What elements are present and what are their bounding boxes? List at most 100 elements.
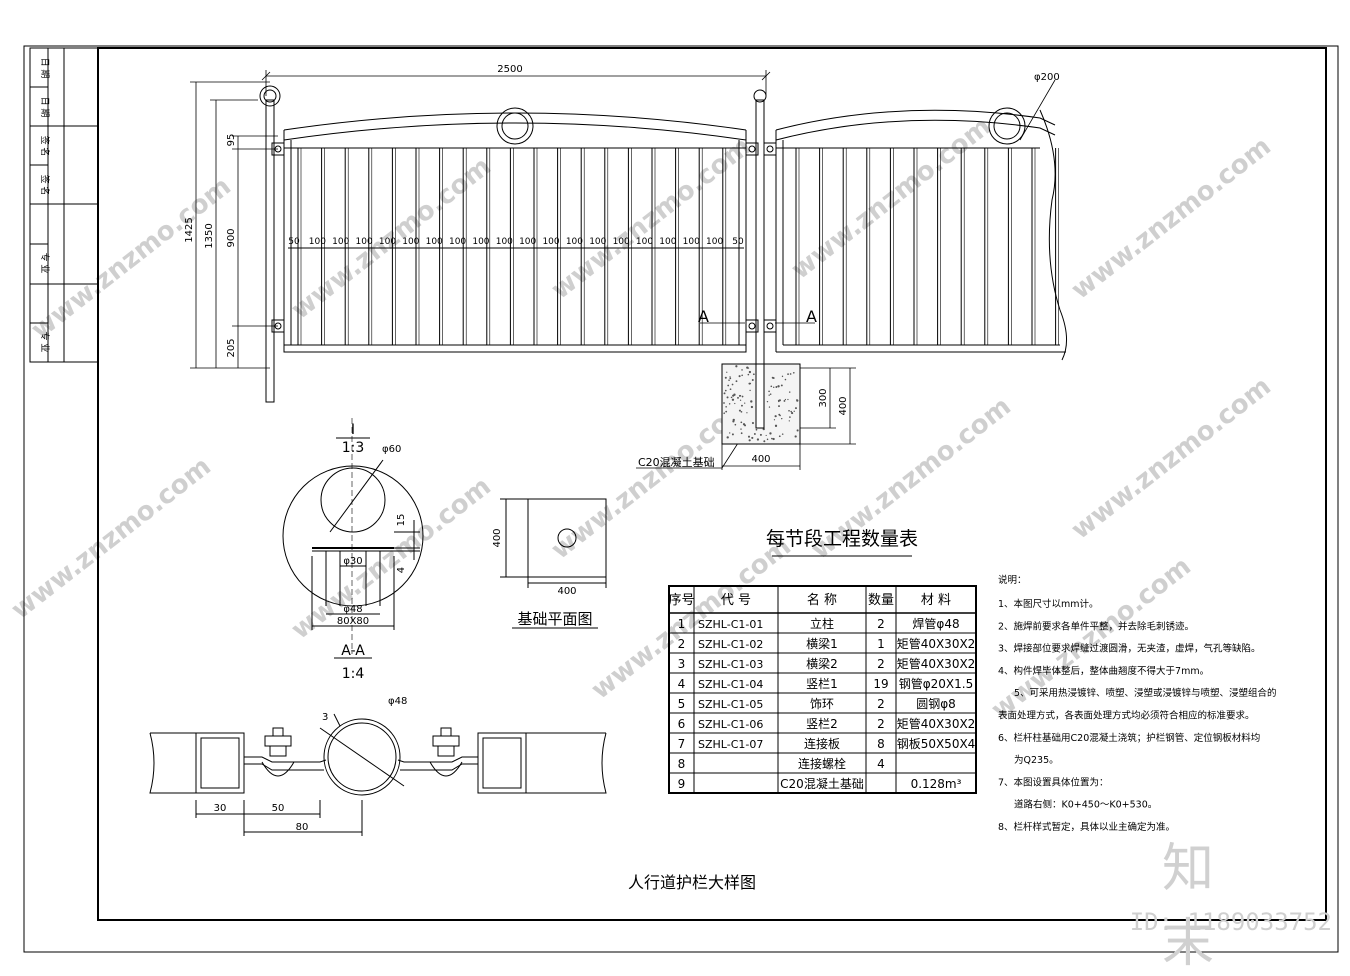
table-header-cell: 材 料 xyxy=(921,593,951,608)
concrete-speckle xyxy=(756,438,760,441)
concrete-speckle xyxy=(724,376,727,379)
concrete-speckle xyxy=(748,370,752,374)
dim-total-length: 2500 xyxy=(497,64,522,75)
concrete-speckle xyxy=(728,403,731,405)
tb-field-4: 签 名 xyxy=(39,175,51,196)
foundation-plan xyxy=(500,498,607,629)
concrete-speckle xyxy=(771,437,773,440)
concrete-speckle xyxy=(783,400,786,402)
spacing-label: 100 xyxy=(636,237,653,247)
table-cell: 3 xyxy=(678,657,686,671)
concrete-speckle xyxy=(742,423,746,426)
deco-ring-right xyxy=(988,107,1026,145)
table-cell: 4 xyxy=(678,677,686,691)
concrete-speckle xyxy=(771,376,774,379)
concrete-speckle xyxy=(778,400,780,403)
table-cell: 钢管φ20X1.5 xyxy=(899,676,974,691)
concrete-speckle xyxy=(787,373,789,376)
concrete-speckle xyxy=(766,400,769,403)
concrete-speckle xyxy=(773,386,775,389)
table-cell: 2 xyxy=(877,697,885,711)
table-header-cell: 数量 xyxy=(868,593,894,608)
tb-field-3: 签 名 xyxy=(39,136,51,157)
notes-title: 说明： xyxy=(998,574,1027,586)
note-line: 4、构件焊毕体整后，整体曲翘度不得大于7mm。 xyxy=(998,665,1209,677)
concrete-speckle xyxy=(749,389,751,392)
concrete-speckle xyxy=(729,377,732,380)
table-cell: 饰环 xyxy=(810,697,834,711)
dim-height-total: 1425 xyxy=(184,217,195,242)
table-cell: 4 xyxy=(877,757,885,771)
watermark-text: www.znzmo.com xyxy=(6,452,217,626)
table-cell: 连接板 xyxy=(804,736,840,751)
concrete-speckle xyxy=(739,395,742,397)
note-line: 1、本图尺寸以mm计。 xyxy=(998,598,1099,610)
post-left xyxy=(265,99,275,403)
spacing-label: 100 xyxy=(659,237,676,247)
detail-I-title: I xyxy=(351,422,355,438)
spacing-label: 100 xyxy=(613,237,630,247)
table-cell: SZHL-C1-04 xyxy=(698,678,763,691)
concrete-speckle xyxy=(730,396,733,399)
concrete-speckle xyxy=(747,435,751,438)
note-line: 7、本图设置具体位置为： xyxy=(998,776,1109,788)
table-cell: 7 xyxy=(678,737,686,751)
table-cell: SZHL-C1-07 xyxy=(698,738,763,751)
table-header-cell: 序号 xyxy=(668,593,694,608)
section-AA-dim-3: 3 xyxy=(322,712,328,723)
concrete-speckle xyxy=(747,373,750,376)
table-cell: 8 xyxy=(678,757,686,771)
table-cell: 矩管40X30X2 xyxy=(897,636,976,651)
table-border xyxy=(668,585,977,794)
watermark-text: www.znzmo.com xyxy=(1066,372,1277,546)
concrete-speckle xyxy=(748,439,751,442)
concrete-speckle xyxy=(740,410,743,413)
drawing-title: 人行道护栏大样图 xyxy=(628,873,756,892)
note-line: 5、可采用热浸镀锌、喷塑、浸塑或浸镀锌与喷塑、浸塑组合的 xyxy=(1014,687,1277,699)
concrete-speckle xyxy=(741,374,743,377)
detail-I-dim-15: 15 xyxy=(396,514,407,527)
concrete-speckle xyxy=(768,390,770,393)
spacing-label: 100 xyxy=(706,237,723,247)
concrete-speckle xyxy=(750,400,753,403)
concrete-speckle xyxy=(740,421,743,424)
concrete-speckle xyxy=(741,404,743,407)
dim-height-panel: 1350 xyxy=(204,223,215,248)
post-cap-left xyxy=(259,85,281,107)
table-cell: SZHL-C1-05 xyxy=(698,698,763,711)
watermark-text: www.znzmo.com xyxy=(546,132,757,306)
concrete-speckle xyxy=(796,399,799,402)
concrete-speckle xyxy=(741,395,744,398)
concrete-speckle xyxy=(793,410,795,412)
tb-field-1: 日 期 xyxy=(39,58,50,79)
concrete-speckle xyxy=(729,376,731,378)
break-line xyxy=(1039,109,1067,361)
table-cell: 矩管40X30X2 xyxy=(897,716,976,731)
concrete-speckle xyxy=(763,440,766,443)
spacing-label: 100 xyxy=(449,237,466,247)
section-AA-d-post: φ48 xyxy=(388,696,407,707)
tb-field-5: 专 业 xyxy=(39,253,51,274)
tb-field-6: 专 业 xyxy=(39,332,51,353)
section-mark-right: A xyxy=(806,307,817,326)
post-embedded xyxy=(755,363,765,429)
panel-left-bottom-rail xyxy=(283,344,747,353)
concrete-speckle xyxy=(737,396,739,399)
table-cell: 横梁2 xyxy=(806,656,838,671)
section-AA xyxy=(149,713,607,836)
note-line: 为Q235。 xyxy=(1014,754,1059,766)
concrete-speckle xyxy=(751,436,754,439)
concrete-speckle xyxy=(788,391,791,393)
section-AA-dim-50: 50 xyxy=(272,803,285,814)
dim-top: 95 xyxy=(226,134,237,147)
concrete-speckle xyxy=(746,412,748,414)
concrete-speckle xyxy=(759,433,762,436)
watermark-text: www.znzmo.com xyxy=(286,472,497,646)
concrete-speckle xyxy=(788,409,790,412)
table-cell: 2 xyxy=(877,617,885,631)
concrete-speckle xyxy=(781,433,784,435)
concrete-speckle xyxy=(735,365,738,368)
spacing-label: 50 xyxy=(732,237,744,247)
panel-left-top-rail xyxy=(283,112,747,131)
